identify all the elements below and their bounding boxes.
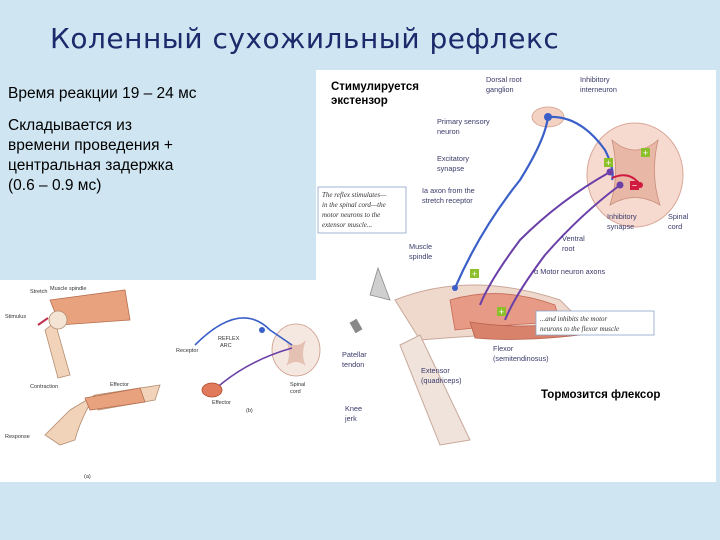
label-excitatory-synapse: Excitatory xyxy=(437,154,469,163)
label-effector: Effector xyxy=(110,382,129,388)
caption-stimulated: Стимулируется экстензор xyxy=(331,80,441,108)
caption-inhibited: Тормозится флексор xyxy=(541,388,660,402)
note-box-stimulates: The reflex stimulates— in the spinal cor… xyxy=(318,187,406,233)
label-ventral-root: root xyxy=(562,244,575,253)
left-knee-drawing xyxy=(38,290,160,445)
sensory-cell-body xyxy=(544,113,552,121)
label-primary-sensory: neuron xyxy=(437,127,460,136)
inhibitory-synapse-marker: − xyxy=(630,181,639,191)
label-excitatory-synapse: synapse xyxy=(437,164,464,173)
label-reflex-arc: ARC xyxy=(220,343,232,349)
label-muscle-spindle-left: Muscle spindle xyxy=(50,286,86,292)
motor-cell-body xyxy=(607,169,614,176)
note-line: The reflex stimulates— xyxy=(322,191,387,199)
svg-text:+: + xyxy=(499,307,504,317)
spindle-receptor xyxy=(452,285,458,291)
label-contraction: Contraction xyxy=(30,384,58,390)
inhibitory-synapse-marker: + xyxy=(497,307,506,317)
note-line: ...and inhibits the motor xyxy=(540,315,608,323)
note-line: extensor muscle... xyxy=(322,221,372,229)
note-box-inhibits: ...and inhibits the motor neurons to the… xyxy=(536,311,654,335)
label-inhibitory-interneuron: interneuron xyxy=(580,85,617,94)
label-patellar-tendon: Patellar xyxy=(342,350,367,359)
label-spinal-cord-left: Spinal xyxy=(290,382,305,388)
label-spinal-cord: Spinal xyxy=(668,212,689,221)
svg-text:+: + xyxy=(606,158,611,168)
label-dorsal-root: ganglion xyxy=(486,85,514,94)
note-line: neurons to the flexor muscle xyxy=(540,325,619,333)
note-line: in the spinal cord—the xyxy=(322,201,386,209)
label-inhibitory-synapse: Inhibitory xyxy=(607,212,637,221)
label-stretch: Stretch xyxy=(30,289,47,295)
label-inhibitory-interneuron: Inhibitory xyxy=(580,75,610,84)
label-spinal-cord: cord xyxy=(668,222,682,231)
label-ia-axon: Ia axon from the xyxy=(422,186,475,195)
label-ventral-root: Ventral xyxy=(562,234,585,243)
label-muscle-spindle: Muscle xyxy=(409,242,432,251)
svg-text:+: + xyxy=(472,269,477,279)
motor-cell-body xyxy=(617,182,624,189)
label-extensor: Extensor xyxy=(421,366,450,375)
label-stimulus: Stimulus xyxy=(5,314,26,320)
sensory-neuron-path xyxy=(455,117,613,288)
label-spinal-cord-left: cord xyxy=(290,389,301,395)
svg-text:−: − xyxy=(632,181,637,191)
label-alpha-motor: α Motor neuron axons xyxy=(534,267,605,276)
label-primary-sensory: Primary sensory xyxy=(437,117,490,126)
excitatory-synapse-marker: + xyxy=(641,148,650,158)
figure-tag-b: (b) xyxy=(246,408,253,414)
label-inhibitory-synapse: synapse xyxy=(607,222,634,231)
excitatory-synapse-marker: + xyxy=(604,158,613,168)
label-dorsal-root: Dorsal root xyxy=(486,75,522,84)
label-receptor: Receptor xyxy=(176,348,198,354)
leg-drawing xyxy=(350,268,590,445)
figure-tag-a: (a) xyxy=(84,474,91,480)
svg-text:+: + xyxy=(643,148,648,158)
label-flexor: (semitendinosus) xyxy=(493,354,549,363)
label-reflex-arc: REFLEX xyxy=(218,336,240,342)
label-response: Response xyxy=(5,434,30,440)
label-extensor: (quadriceps) xyxy=(421,376,462,385)
label-effector-b: Effector xyxy=(212,400,231,406)
note-line: motor neurons to the xyxy=(322,211,380,219)
caption-line: экстензор xyxy=(331,94,441,108)
label-knee-jerk: Knee xyxy=(345,404,362,413)
label-ia-axon: stretch receptor xyxy=(422,196,473,205)
caption-line: Стимулируется xyxy=(331,80,441,94)
excitatory-synapse-marker: + xyxy=(470,269,479,279)
label-patellar-tendon: tendon xyxy=(342,360,364,369)
reflex-hammer-icon xyxy=(370,268,390,300)
label-muscle-spindle: spindle xyxy=(409,252,432,261)
label-knee-jerk: jerk xyxy=(344,414,357,423)
label-flexor: Flexor xyxy=(493,344,514,353)
